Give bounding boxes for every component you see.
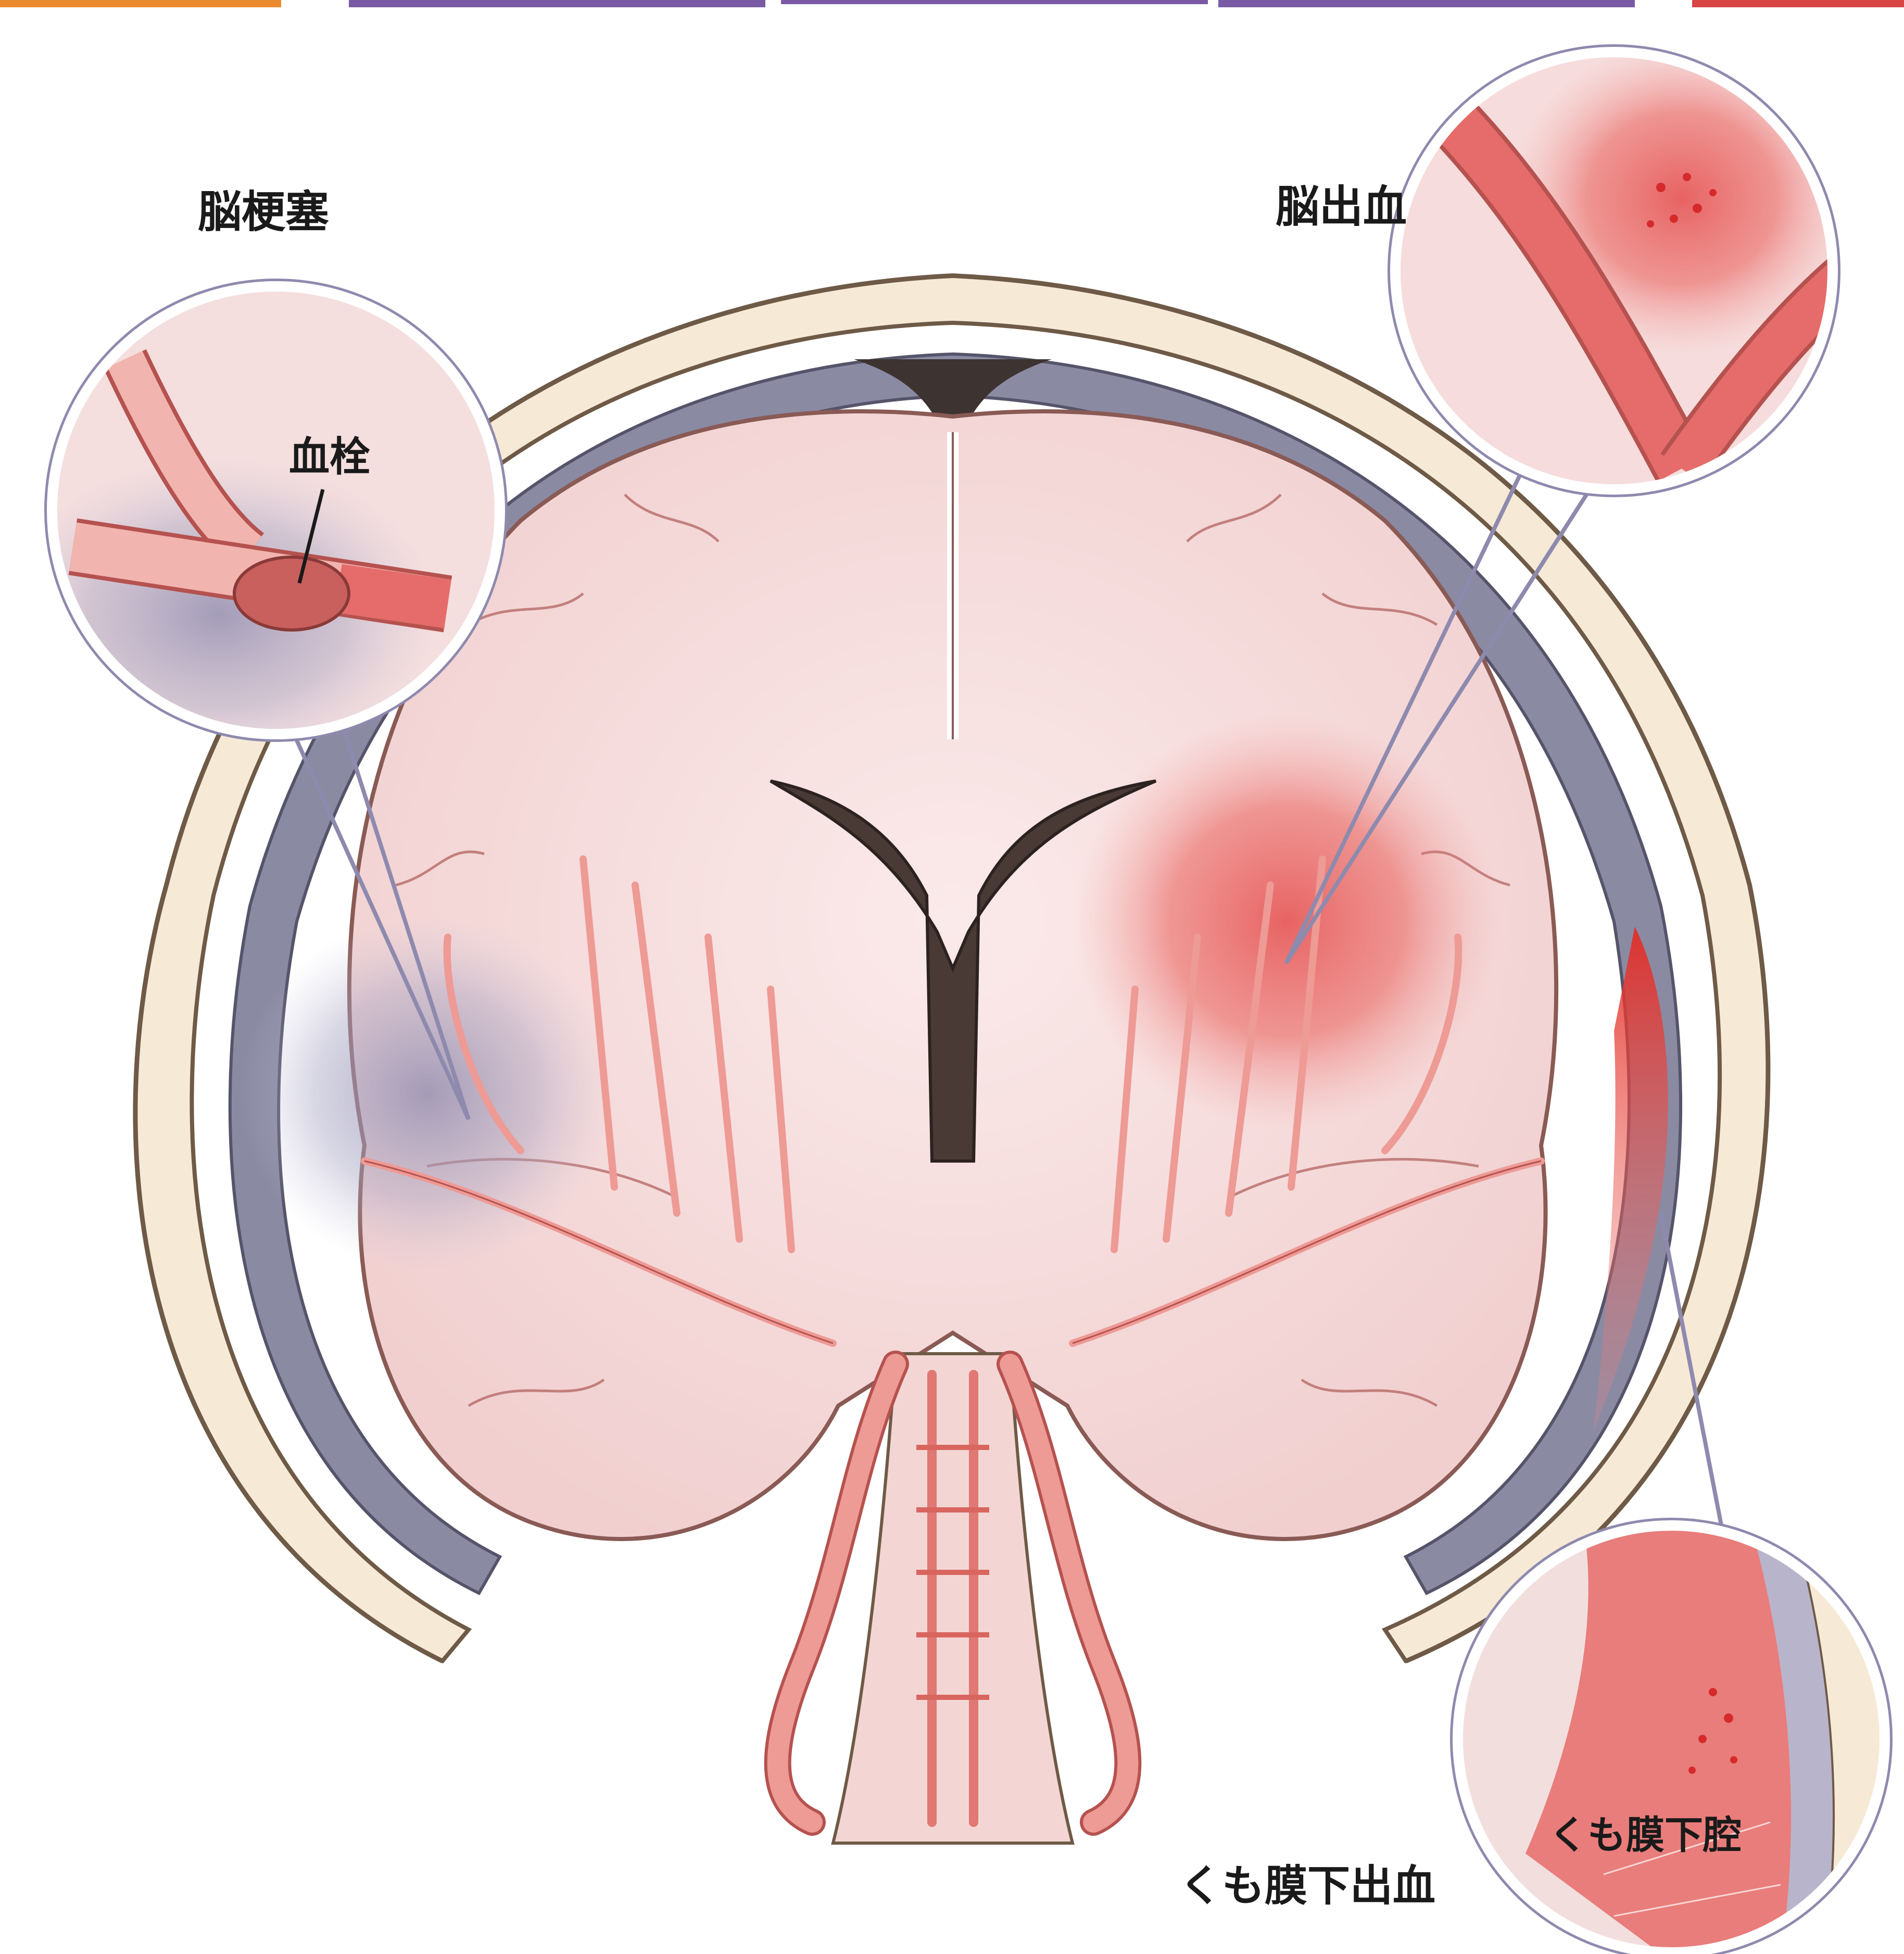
zoom-subarachnoid bbox=[1453, 1520, 1895, 1954]
embolus-clot bbox=[234, 557, 349, 630]
label-subarachnoid-space: くも膜下腔 bbox=[1549, 1804, 1742, 1860]
label-cerebral-hemorrhage: 脳出血 bbox=[1276, 172, 1407, 235]
zoom-hemorrhage bbox=[1390, 42, 1853, 495]
label-subarachnoid-hemorrhage: くも膜下出血 bbox=[1179, 1851, 1435, 1913]
label-embolus: 血栓 bbox=[289, 424, 370, 483]
label-cerebral-infarction: 脳梗塞 bbox=[198, 177, 329, 240]
